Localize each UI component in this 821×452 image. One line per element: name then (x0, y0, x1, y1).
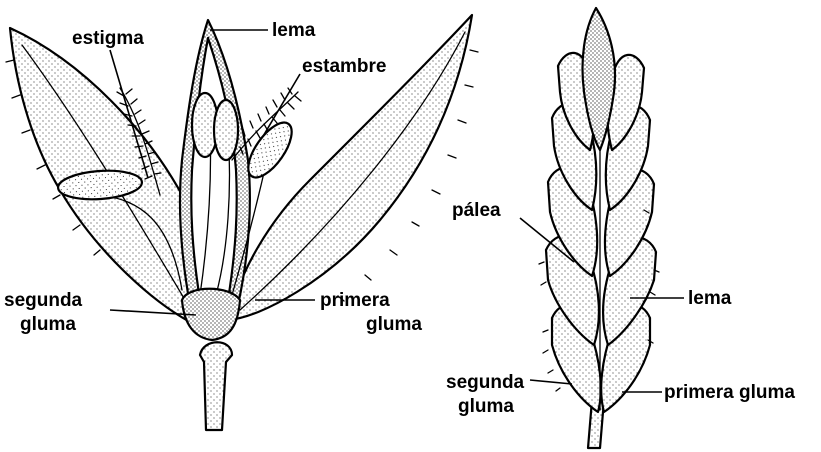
flower-stem (200, 342, 232, 430)
label-lema-right: lema (688, 288, 732, 309)
label-estambre: estambre (302, 56, 387, 77)
label-segunda-gluma-right-line1: segunda (446, 372, 525, 393)
label-segunda-gluma-left-line2: gluma (20, 314, 76, 335)
label-segunda-gluma-left-line1: segunda (4, 290, 83, 311)
label-segunda-gluma-right-line2: gluma (458, 396, 514, 417)
label-estigma: estigma (72, 28, 144, 49)
label-primera-gluma-right: primera gluma (664, 382, 795, 403)
flower-illustration (6, 15, 478, 430)
label-lema-left: lema (272, 20, 316, 41)
label-primera-gluma-left-line1: primera (320, 290, 390, 311)
label-primera-gluma-left-line2: gluma (366, 314, 422, 335)
label-palea: pálea (452, 200, 501, 221)
